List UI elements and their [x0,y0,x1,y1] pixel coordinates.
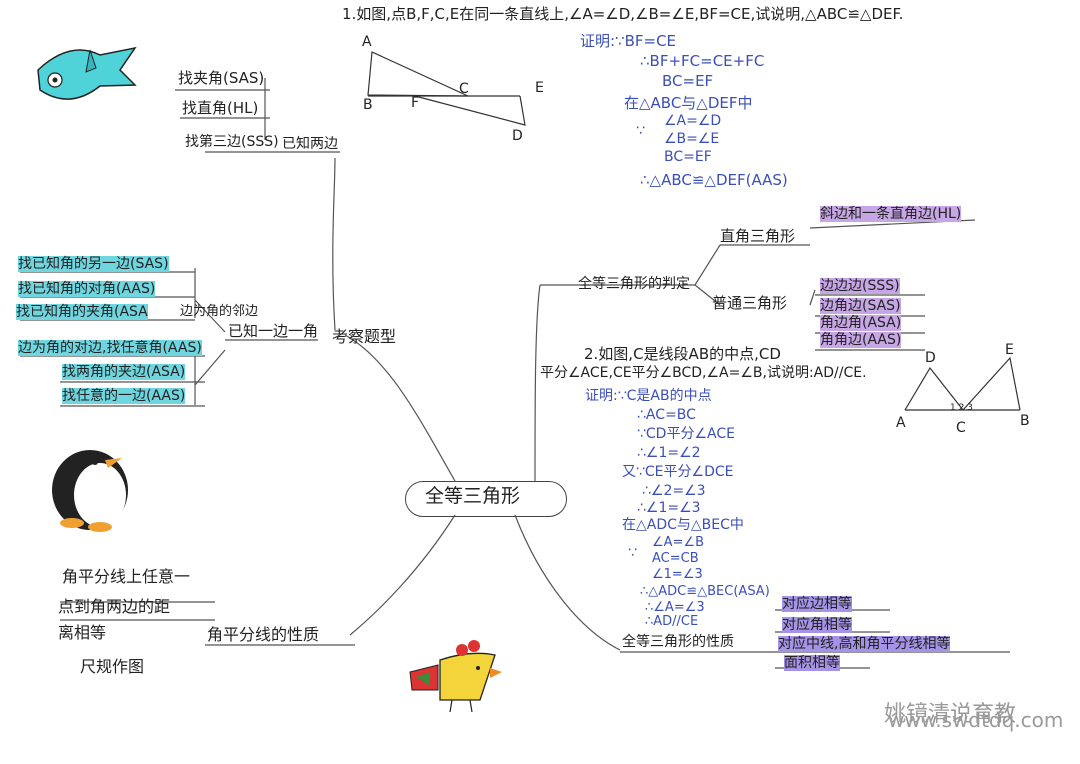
proof1-line: ∠B=∠E [664,131,720,147]
fig1-label-e: E [535,80,544,96]
proof2-line: ∴AC=BC [637,407,696,423]
left-top-item: 找夹角(SAS) [178,69,265,87]
bisector-desc: 离相等 [58,623,107,642]
adjacent-item: 找已知角的对角(AAS) [18,281,156,297]
proof2-line: ∵ [628,545,637,561]
fig2-label-a: A [896,415,906,431]
fish-icon [37,46,137,100]
branch-two-sides: 已知两边 [282,136,338,152]
proof2-line: ∴AD//CE [645,614,699,629]
right-triangle-node: 直角三角形 [720,227,796,245]
hl-rule: 斜边和一条直角边(HL) [820,206,962,222]
center-node[interactable] [405,481,567,517]
one-side-one-angle: 已知一边一角 [228,322,319,340]
proof1-line: ∴BF+FC=CE+FC [640,52,765,70]
proof1-line: BC=EF [662,72,714,90]
proof1-line: 在△ABC与△DEF中 [624,94,753,112]
center-label: 全等三角形 [425,485,521,507]
chicken-icon [409,640,502,713]
property-item: 对应中线,高和角平分线相等 [778,636,951,652]
proof2-line: 又∵CE平分∠DCE [622,464,734,480]
problem2-figure [904,356,1021,411]
proof1-line: ∴△ABC≌△DEF(AAS) [640,171,788,189]
fig1-label-b: B [363,97,373,113]
adjacent-item: 找已知角的夹角(ASA [16,304,148,320]
left-top-item: 找直角(HL) [182,99,259,117]
fig2-angle-marks: 1 2 3 [950,403,973,413]
proof2-line: ∴∠1=∠2 [637,445,701,461]
problem1-statement: 1.如图,点B,F,C,E在同一条直线上,∠A=∠D,∠B=∠E,BF=CE,试… [342,5,904,23]
watermark-site: www.swdtdq.com [888,708,1064,732]
fig1-label-f: F [411,95,420,111]
proof1-line: 证明:∵BF=CE [580,32,677,50]
proof2-line: ∠A=∠B [652,535,705,550]
proof2-line: ∵CD平分∠ACE [637,426,735,442]
proof2-line: ∴∠1=∠3 [637,500,701,516]
bisector-desc: 点到角两边的距 [58,597,171,616]
opposite-item: 边为角的对边,找任意角(AAS) [18,340,202,356]
proof2-line: ∠1=∠3 [652,567,703,582]
proof2-line: 证明:∵C是AB的中点 [585,388,712,404]
property-item: 对应边相等 [782,596,852,612]
fig1-label-a: A [362,34,372,50]
proof1-line: ∠A=∠D [664,113,722,129]
fig2-label-b: B [1020,413,1030,429]
problem2-statement: 2.如图,C是线段AB的中点,CD [584,345,781,363]
proof2-line: ∴∠2=∠3 [642,483,706,499]
normal-triangle-node: 普通三角形 [712,294,788,312]
fig2-label-c: C [956,420,966,436]
problem2-statement: 平分∠ACE,CE平分∠BCD,∠A=∠B,试说明:AD//CE. [540,365,867,381]
fig1-label-d: D [512,128,523,144]
opposite-item: 找两角的夹边(ASA) [62,364,186,380]
fig1-label-c: C [459,81,469,97]
proof1-line: BC=EF [664,149,712,165]
congruence-rule: 角角边(AAS) [820,332,902,348]
congruence-rule: 角边角(ASA) [820,315,902,331]
sub-adjacent: 边为角的邻边 [180,304,259,319]
left-top-item: 找第三边(SSS) [185,134,279,150]
opposite-item: 找任意的一边(AAS) [62,388,186,404]
fig2-label-d: D [925,350,936,366]
judge-node: 全等三角形的判定 [578,276,690,292]
property-item: 对应角相等 [782,617,852,633]
congruence-rule: 边边边(SSS) [820,278,900,294]
proof2-line: ∴△ADC≌△BEC(ASA) [640,584,770,599]
bisector-node: 角平分线的性质 [207,625,320,644]
bisector-desc: 角平分线上任意一 [62,567,191,586]
proof2-line: ∴∠A=∠3 [645,600,705,615]
proof1-line: ∵ [636,123,645,139]
adjacent-item: 找已知角的另一边(SAS) [18,256,169,272]
properties-node: 全等三角形的性质 [622,634,734,650]
property-item: 面积相等 [784,655,840,671]
construction-note: 尺规作图 [80,657,145,676]
watermark-text: 姚镜清说育教 [884,702,1017,727]
exam-types-node: 考察题型 [332,327,397,346]
problem1-figure [367,51,526,126]
proof2-line: AC=CB [652,551,699,566]
proof2-line: 在△ADC与△BEC中 [622,517,744,533]
congruence-rule: 边角边(SAS) [820,298,901,314]
fig2-label-e: E [1005,342,1014,358]
penguin-icon [52,450,128,532]
